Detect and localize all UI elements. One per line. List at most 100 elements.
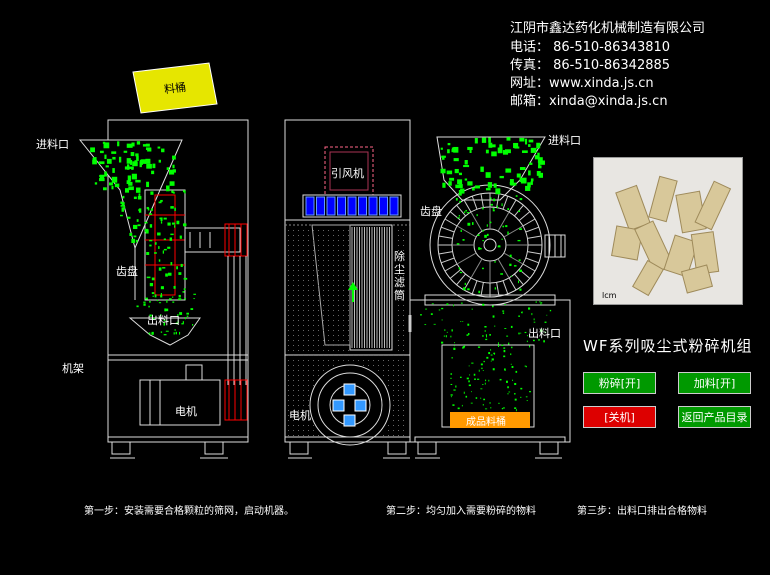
texture-dot bbox=[403, 250, 404, 251]
particle bbox=[165, 330, 169, 332]
particle bbox=[192, 324, 194, 326]
particle bbox=[184, 298, 186, 300]
feed-on-button[interactable]: 加料[开] bbox=[678, 372, 751, 394]
texture-dot bbox=[288, 235, 289, 236]
texture-dot bbox=[338, 335, 339, 336]
middle-machine bbox=[284, 119, 412, 459]
texture-dot bbox=[333, 260, 334, 261]
texture-dot bbox=[343, 235, 344, 236]
particle bbox=[183, 288, 186, 290]
particle bbox=[460, 188, 465, 194]
texture-dot bbox=[318, 360, 319, 361]
texture-dot bbox=[318, 265, 319, 266]
particle bbox=[504, 304, 506, 306]
texture-dot bbox=[388, 430, 389, 431]
particle bbox=[464, 160, 468, 165]
particle bbox=[176, 266, 178, 270]
texture-dot bbox=[348, 305, 349, 306]
particle bbox=[441, 155, 445, 160]
texture-dot bbox=[303, 230, 304, 231]
crush-on-button[interactable]: 粉碎[开] bbox=[583, 372, 656, 394]
texture-dot bbox=[293, 395, 294, 396]
scale-bar: lcm bbox=[602, 291, 617, 300]
texture-dot bbox=[313, 265, 314, 266]
texture-dot bbox=[328, 350, 329, 351]
particle bbox=[118, 156, 122, 163]
particle bbox=[145, 158, 151, 164]
particle bbox=[518, 259, 521, 262]
particle bbox=[447, 143, 451, 146]
texture-dot bbox=[398, 265, 399, 266]
particle bbox=[186, 312, 189, 315]
particle bbox=[166, 167, 170, 170]
particle bbox=[169, 181, 175, 186]
herb-slices-image bbox=[611, 175, 732, 297]
particle bbox=[424, 324, 427, 326]
texture-dot bbox=[343, 295, 344, 296]
particle bbox=[520, 396, 522, 398]
texture-dot bbox=[313, 335, 314, 336]
rotor-spoke bbox=[456, 252, 477, 265]
texture-dot bbox=[298, 365, 299, 366]
texture-dot bbox=[398, 365, 399, 366]
particle bbox=[467, 222, 471, 226]
texture-dot bbox=[323, 245, 324, 246]
particle bbox=[493, 198, 496, 202]
particle bbox=[492, 208, 495, 210]
texture-dot bbox=[328, 315, 329, 316]
texture-dot bbox=[353, 360, 354, 361]
texture-dot bbox=[293, 400, 294, 401]
texture-dot bbox=[348, 300, 349, 301]
texture-dot bbox=[348, 245, 349, 246]
texture-dot bbox=[403, 300, 404, 301]
texture-dot bbox=[288, 270, 289, 271]
particle bbox=[539, 160, 545, 165]
particle bbox=[491, 358, 494, 361]
crusher-tooth bbox=[514, 204, 524, 217]
texture-dot bbox=[323, 285, 324, 286]
texture-dot bbox=[348, 310, 349, 311]
texture-dot bbox=[328, 250, 329, 251]
particle bbox=[133, 235, 137, 238]
particle bbox=[147, 207, 150, 211]
particle bbox=[465, 395, 468, 398]
crusher-tooth bbox=[438, 235, 453, 239]
texture-dot bbox=[313, 380, 314, 381]
texture-dot bbox=[343, 330, 344, 331]
texture-dot bbox=[308, 370, 309, 371]
texture-dot bbox=[333, 345, 334, 346]
texture-dot bbox=[313, 350, 314, 351]
particle bbox=[492, 209, 495, 212]
left-pulley-bottom bbox=[224, 379, 248, 421]
particle bbox=[457, 407, 460, 410]
particle bbox=[193, 297, 195, 300]
particle bbox=[486, 356, 489, 359]
texture-dot bbox=[348, 275, 349, 276]
particle bbox=[146, 181, 150, 188]
texture-dot bbox=[293, 410, 294, 411]
texture-dot bbox=[293, 305, 294, 306]
particle bbox=[174, 207, 176, 211]
texture-dot bbox=[328, 355, 329, 356]
particle bbox=[516, 173, 521, 178]
texture-dot bbox=[393, 375, 394, 376]
product-title: WF系列吸尘式粉碎机组 bbox=[583, 337, 753, 355]
particle bbox=[529, 345, 531, 348]
left-pulley-top bbox=[224, 223, 248, 257]
back-to-catalog-button[interactable]: 返回产品目录 bbox=[678, 406, 751, 428]
texture-dot bbox=[388, 355, 389, 356]
texture-dot bbox=[328, 285, 329, 286]
particle bbox=[450, 377, 452, 379]
particle bbox=[172, 155, 176, 160]
texture-dot bbox=[398, 285, 399, 286]
particle bbox=[177, 314, 179, 317]
particle bbox=[158, 267, 162, 271]
rotor-spoke bbox=[470, 211, 483, 232]
texture-dot bbox=[328, 365, 329, 366]
particle bbox=[529, 390, 531, 393]
particle bbox=[172, 164, 175, 169]
shutdown-button[interactable]: [关机] bbox=[583, 406, 656, 428]
texture-dot bbox=[303, 245, 304, 246]
particle bbox=[451, 357, 453, 359]
texture-dot bbox=[403, 265, 404, 266]
